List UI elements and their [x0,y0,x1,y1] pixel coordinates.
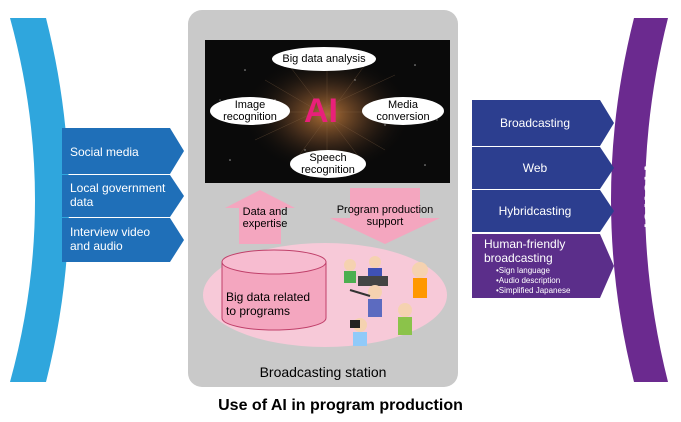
input-arrow-social-media [62,128,184,174]
down-arrow [330,188,440,244]
media-conversion-oval: Media conversion [362,97,444,125]
output-broadcasting: Broadcasting [499,116,571,130]
speech-recognition-oval: Speech recognition [290,150,366,178]
big-data-analysis-oval: Big data analysis [272,47,376,71]
human-friendly-item: •Audio description [496,276,561,285]
input-local-government: Local government data [70,181,166,209]
image-recognition-oval: Image recognition [210,97,290,125]
human-friendly-item: •Simplified Japanese [496,286,571,295]
output-arrow-broadcasting [472,100,614,146]
database-cylinder-top [221,249,327,275]
society-bar [10,18,69,382]
society-label: Society [11,157,34,236]
input-arrow-local-government [62,175,184,217]
output-web: Web [522,161,548,175]
production-staff-illustration [344,256,428,346]
ai-label: AI [304,92,338,130]
big-data-label: Big data related to programs [226,290,311,318]
big-data-analysis-label: Big data analysis [282,53,366,65]
station-label: Broadcasting station [259,364,387,380]
caption: Use of AI in program production [218,397,463,414]
flow-arrows [225,188,440,244]
ai-panel [205,40,450,183]
input-arrow-interview [62,218,184,262]
human-friendly-item: •Sign language [496,266,550,275]
output-arrow-human-friendly [472,234,614,298]
output-human-friendly-title: Human-friendly broadcasting [484,237,566,265]
big-data-area [203,243,447,347]
viewer-bar [611,18,668,382]
output-arrow-hybridcasting [472,190,614,232]
database-cylinder [221,262,327,331]
flow-down-label: Program production support [336,204,434,228]
viewer-label: Viewer [639,161,662,232]
up-arrow [225,190,295,244]
speech-recognition-label: Speech recognition [301,152,355,176]
output-hybridcasting: Hybridcasting [498,204,572,218]
input-interview: Interview video and audio [70,225,151,253]
input-social-media: Social media [70,145,139,159]
image-recognition-label: Image recognition [223,99,277,123]
media-conversion-label: Media conversion [376,99,430,123]
human-friendly-list: •Sign language •Audio description •Simpl… [496,266,606,296]
flow-up-label: Data and expertise [242,206,288,230]
output-arrow-web [472,147,614,189]
